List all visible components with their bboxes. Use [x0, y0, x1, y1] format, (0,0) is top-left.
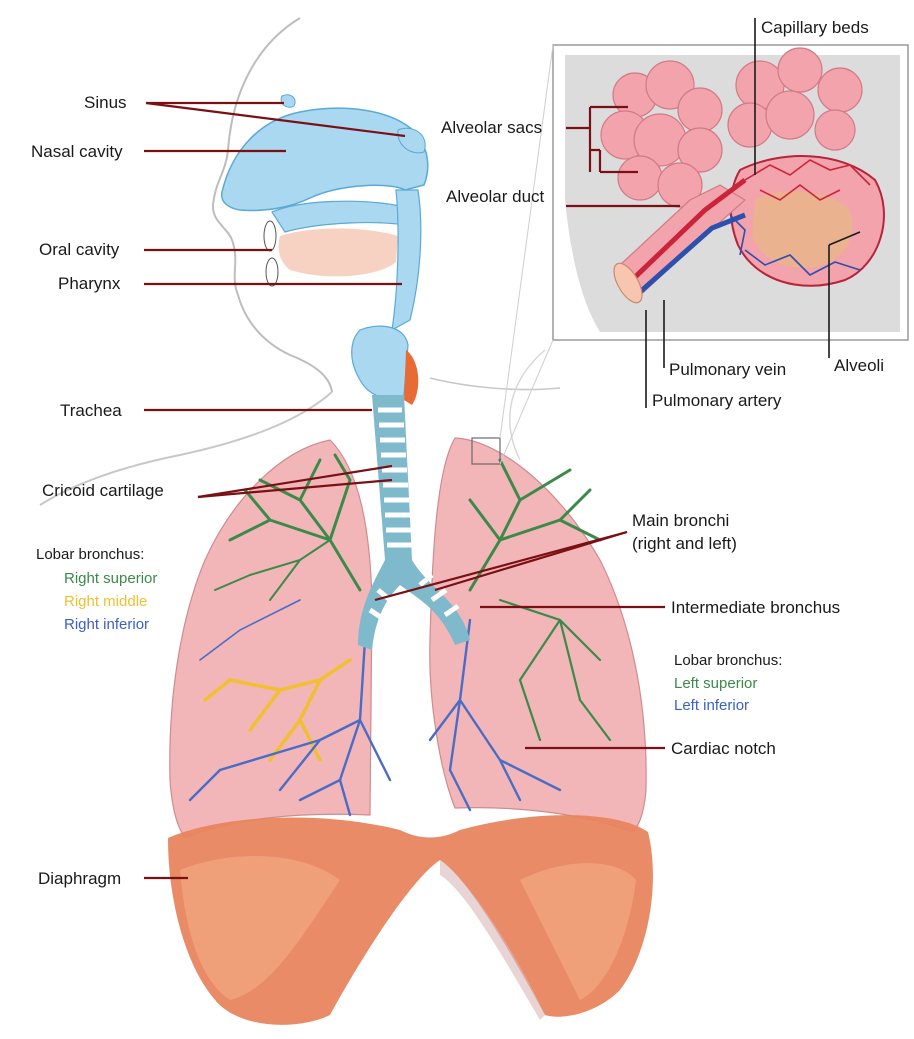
zoom-indicator — [471, 44, 554, 465]
legend-left-superior: Left superior — [674, 675, 757, 692]
label-trachea: Trachea — [60, 401, 122, 420]
legend-right-middle: Right middle — [64, 593, 147, 610]
label-diaphragm: Diaphragm — [38, 869, 121, 888]
label-alveolar-duct: Alveolar duct — [446, 187, 545, 206]
legend-right-superior: Right superior — [64, 570, 157, 587]
label-pharynx: Pharynx — [58, 274, 121, 293]
label-cricoid-cartilage: Cricoid cartilage — [42, 481, 164, 500]
diaphragm — [168, 815, 653, 1025]
leader-lines — [144, 18, 861, 880]
legend-right-lung: Lobar bronchus: Right superior Right mid… — [36, 546, 157, 633]
legend-right-heading: Lobar bronchus: — [36, 546, 144, 563]
labels: Sinus Nasal cavity Oral cavity Pharynx T… — [31, 18, 884, 888]
label-main-bronchi-sub: (right and left) — [632, 534, 737, 553]
alveoli-inset — [552, 44, 909, 341]
label-cardiac-notch: Cardiac notch — [671, 739, 776, 758]
legend-left-inferior: Left inferior — [674, 697, 749, 714]
trachea-rings — [358, 395, 470, 650]
label-intermediate-bronchus: Intermediate bronchus — [671, 598, 840, 617]
label-main-bronchi: Main bronchi — [632, 511, 729, 530]
legend-left-lung: Lobar bronchus: Left superior Left infer… — [674, 652, 782, 714]
legend-left-heading: Lobar bronchus: — [674, 652, 782, 669]
label-nasal-cavity: Nasal cavity — [31, 142, 123, 161]
bronchial-tree — [188, 453, 612, 817]
upper-airway — [220, 94, 429, 405]
label-pulmonary-vein: Pulmonary vein — [669, 360, 786, 379]
label-capillary-beds: Capillary beds — [761, 18, 869, 37]
legend-right-inferior: Right inferior — [64, 616, 149, 633]
label-pulmonary-artery: Pulmonary artery — [652, 391, 782, 410]
label-oral-cavity: Oral cavity — [39, 240, 120, 259]
label-alveolar-sacs: Alveolar sacs — [441, 118, 542, 137]
label-sinus: Sinus — [84, 93, 127, 112]
label-alveoli: Alveoli — [834, 356, 884, 375]
